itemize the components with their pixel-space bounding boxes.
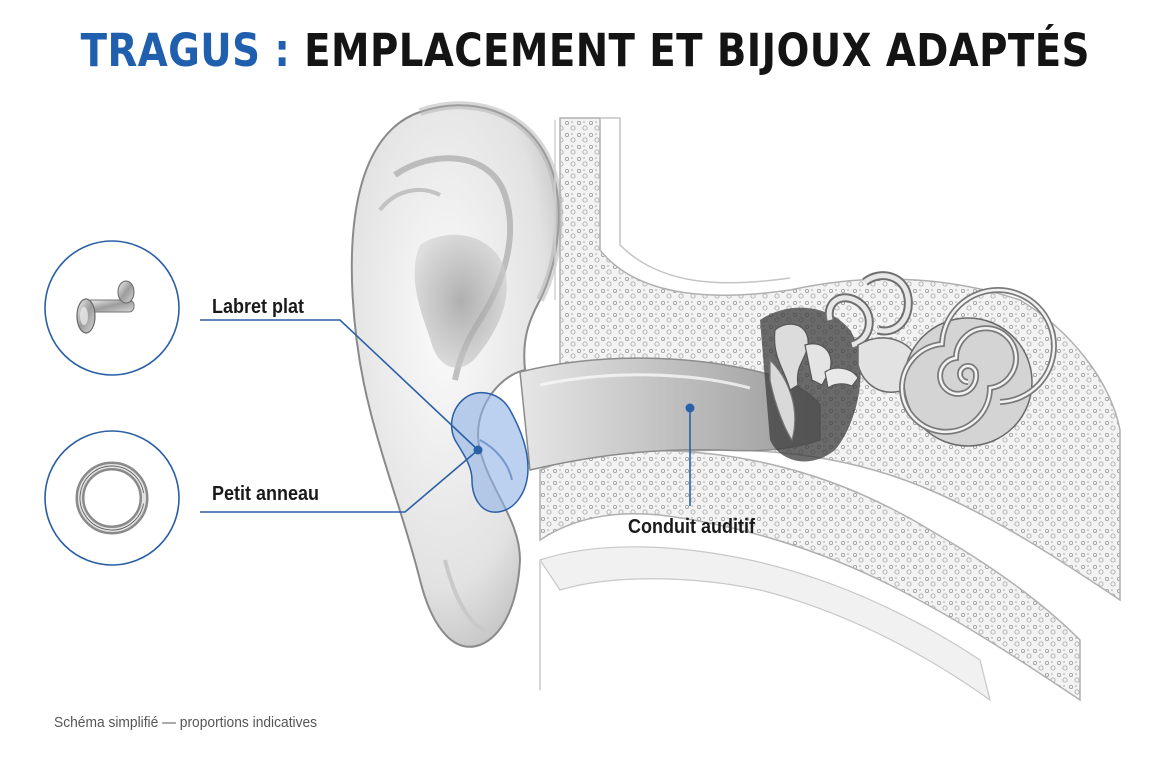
canal-point-marker (685, 403, 695, 413)
tragus-highlight (450, 391, 529, 513)
ear-canal (519, 357, 821, 471)
labret-leader-line (200, 319, 479, 451)
middle-ear (760, 307, 861, 462)
title-accent: TRAGUS : (80, 24, 291, 77)
page-title: TRAGUS : EMPLACEMENT ET BIJOUX ADAPTÉS (80, 24, 1090, 77)
ring-label: Petit anneau (212, 483, 320, 505)
footnote: Schéma simplifié — proportions indicativ… (54, 714, 318, 731)
incus (804, 343, 832, 386)
canal-label: Conduit auditif (628, 516, 755, 538)
stapes (824, 367, 859, 390)
title-main: EMPLACEMENT ET BIJOUX ADAPTÉS (304, 24, 1090, 77)
eardrum (769, 358, 796, 442)
flat-labret-stud-icon (76, 280, 135, 334)
labret-circle (44, 240, 180, 376)
malleus (773, 323, 809, 391)
ring-leader-line (200, 449, 479, 513)
ring-circle (44, 430, 180, 566)
labret-label: Labret plat (212, 296, 305, 318)
inner-ear (824, 271, 1057, 447)
tragus-point-marker (473, 445, 483, 455)
seamless-ring-icon (75, 461, 149, 535)
